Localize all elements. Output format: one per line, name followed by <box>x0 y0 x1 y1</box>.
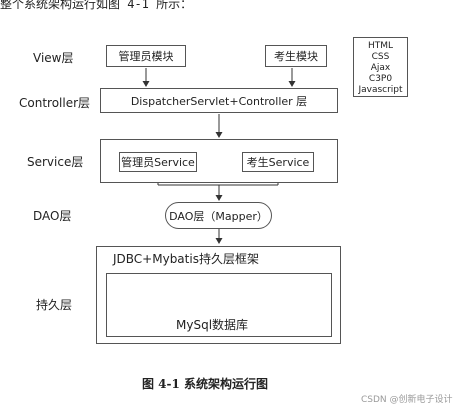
tech-item: C3P0 <box>368 74 393 84</box>
tech-item: CSS <box>371 52 390 62</box>
layer-label-persistence: 持久层 <box>36 298 73 312</box>
figure-caption: 图 4-1 系统架构运行图 <box>142 377 269 391</box>
layer-label-view: View层 <box>33 51 74 65</box>
admin-module-box: 管理员模块 <box>106 45 186 67</box>
database-label: MySql数据库 <box>176 318 249 332</box>
candidate-service-box: 考生Service <box>242 152 314 172</box>
layer-label-controller: Controller层 <box>19 96 91 110</box>
tech-item: Javascript <box>358 85 403 95</box>
tech-item: Ajax <box>370 63 391 73</box>
controller-box: DispatcherServlet+Controller 层 <box>100 88 338 113</box>
layer-label-service: Service层 <box>27 155 84 169</box>
admin-service-box: 管理员Service <box>119 152 197 172</box>
tech-list-box: HTML CSS Ajax C3P0 Javascript <box>353 37 408 97</box>
watermark: CSDN @创新电子设计 <box>361 395 453 405</box>
tech-item: HTML <box>367 41 394 51</box>
database-group-box <box>106 273 332 337</box>
dao-box: DAO层（Mapper） <box>165 202 272 229</box>
intro-text: 整个系统架构运行如图 4-1 所示： <box>0 0 193 11</box>
layer-label-dao: DAO层 <box>33 209 72 223</box>
persistence-title: JDBC+Mybatis持久层框架 <box>113 252 259 266</box>
candidate-module-box: 考生模块 <box>265 45 327 67</box>
